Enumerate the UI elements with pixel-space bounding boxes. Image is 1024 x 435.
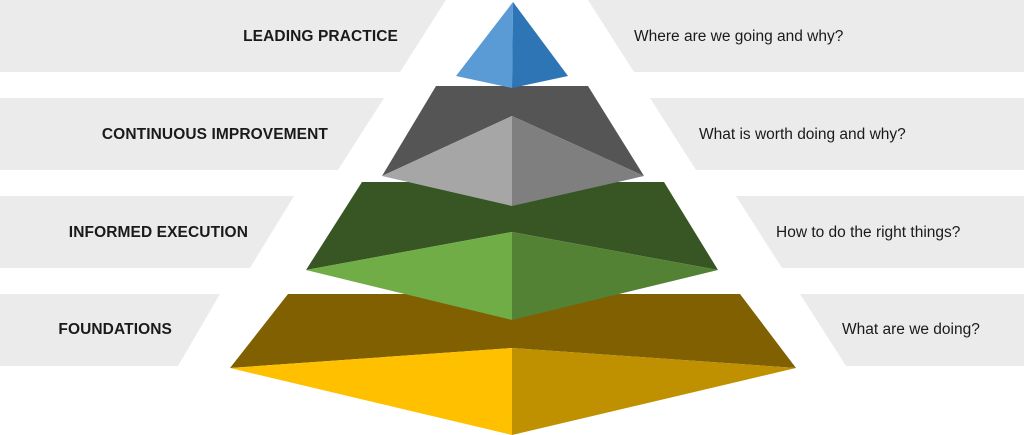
tier-continuous-improvement	[382, 86, 644, 206]
right-band-2	[650, 98, 1024, 170]
tier-foundations	[230, 294, 796, 435]
left-band-1	[0, 0, 446, 72]
right-band-1	[588, 0, 1024, 72]
tier-informed-execution-right	[512, 232, 718, 320]
left-band-3	[0, 196, 294, 268]
right-label-question-2: What is worth doing and why?	[699, 126, 906, 143]
right-band-4	[800, 294, 1024, 366]
tier-leading-practice	[456, 2, 568, 88]
left-label-informed-execution: INFORMED EXECUTION	[68, 224, 248, 241]
tier-continuous-improvement-left	[382, 116, 512, 206]
tier-foundations-right	[512, 348, 796, 435]
left-band-2	[0, 98, 384, 170]
right-label-question-4: What are we doing?	[842, 321, 980, 338]
right-label-question-1: Where are we going and why?	[634, 28, 844, 45]
tier-informed-execution-top	[306, 182, 718, 270]
tier-continuous-improvement-right	[512, 116, 644, 206]
right-band-3	[736, 196, 1024, 268]
tier-continuous-improvement-top	[382, 86, 644, 176]
left-band-4	[0, 294, 220, 366]
right-label-question-3: How to do the right things?	[776, 224, 961, 241]
left-label-foundations: FOUNDATIONS	[58, 321, 172, 338]
tier-leading-practice-right	[512, 2, 568, 88]
tier-leading-practice-left	[456, 2, 513, 88]
tier-foundations-left	[230, 348, 512, 435]
tier-informed-execution	[306, 182, 718, 320]
tier-informed-execution-left	[306, 232, 512, 320]
left-label-continuous-improvement: CONTINUOUS IMPROVEMENT	[101, 126, 328, 143]
left-label-leading-practice: LEADING PRACTICE	[243, 28, 398, 45]
tier-foundations-top	[230, 294, 796, 368]
